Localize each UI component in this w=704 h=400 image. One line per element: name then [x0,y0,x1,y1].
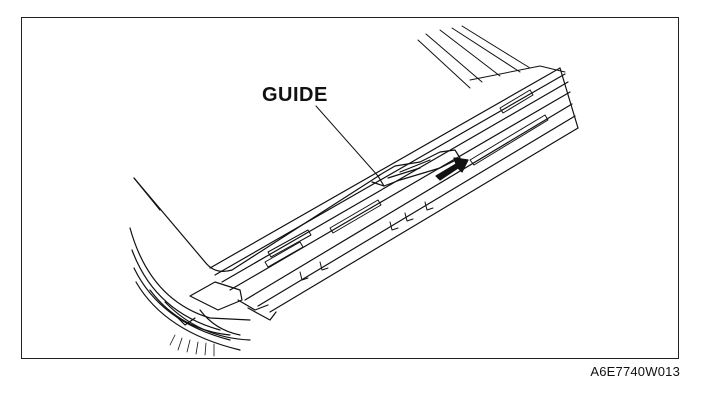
rail-notches [299,201,434,281]
guide-rail [209,67,579,313]
roof-panel-lines [417,25,566,89]
front-corner-curve [129,227,277,351]
corner-shading [169,334,215,357]
guide-leader-line [315,105,379,177]
roof-opening-outline [133,174,381,272]
guide-component [371,149,461,187]
guide-label: GUIDE [262,84,328,106]
figure-code: A6E7740W013 [590,364,680,379]
rail-slots [264,89,549,268]
direction-arrow [435,157,469,181]
